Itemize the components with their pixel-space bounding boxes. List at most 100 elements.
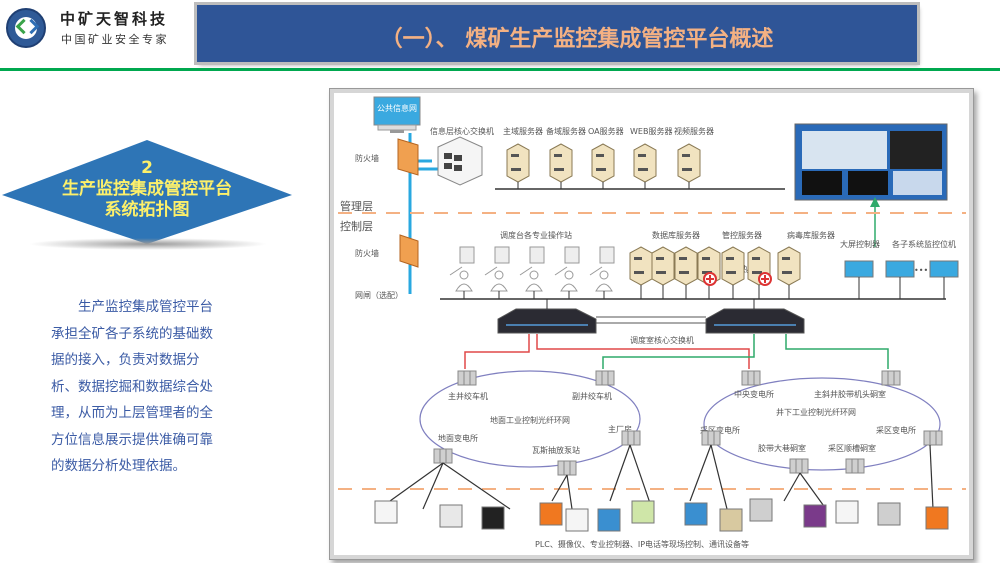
ring-switch-icon	[845, 458, 865, 474]
ring-switch-icon	[701, 430, 721, 446]
field-device-icon	[565, 508, 589, 532]
ring-node-label: 主厂房	[608, 424, 632, 434]
surface-ring	[419, 370, 641, 468]
field-devices-label: PLC、摄像仪、专业控制器、IP电话等现场控制、通讯设备等	[535, 539, 749, 549]
server-icon	[674, 246, 698, 286]
ring-switch-icon	[923, 430, 943, 446]
field-device-icon	[481, 506, 505, 530]
field-device-icon	[439, 504, 463, 528]
subsystem-pcs-label: 各子系统监控位机	[892, 239, 956, 249]
field-device-icon	[631, 500, 655, 524]
server-icon	[549, 143, 573, 183]
monitor-icon	[885, 260, 915, 299]
page-title: （一）、 煤矿生产监控集成管控平台概述	[380, 27, 774, 52]
surface-ring-label: 地面工业控制光纤环网	[490, 415, 570, 425]
operator-station-icon	[449, 246, 475, 299]
server-icon	[721, 246, 745, 286]
operator-station-icon	[589, 246, 615, 299]
public-network-label: 公共信息网	[377, 103, 417, 113]
company-name: 中矿天智科技	[60, 10, 169, 28]
monitor-icon	[929, 260, 959, 299]
server-icon	[651, 246, 675, 286]
operator-station-icon	[554, 246, 580, 299]
firewall-label-1: 防火墙	[355, 153, 379, 163]
ring-switch-icon	[881, 370, 901, 386]
underground-ring-label: 井下工业控制光纤环网	[776, 407, 856, 417]
ring-node-label: 瓦斯抽放泵站	[532, 445, 580, 455]
dispatch-core-switch-icon	[497, 308, 597, 334]
ring-switch-icon	[789, 458, 809, 474]
ring-switch-icon	[457, 370, 477, 386]
section-title-line2: 系统拓扑图	[104, 200, 190, 220]
description-text: 生产监控集成管控平台承担全矿各子系统的基础数据的接入，负责对数据分析、数据挖掘和…	[51, 299, 213, 474]
management-layer-label: 管理层	[340, 199, 373, 213]
field-device-icon	[374, 500, 398, 524]
field-device-icon	[925, 506, 949, 530]
server-label: 视频服务器	[674, 126, 714, 136]
underground-ring	[703, 377, 941, 471]
ring-node-label: 采区顺槽硐室	[828, 443, 876, 453]
diamond-shape	[2, 140, 292, 244]
dispatch-core-switch-icon	[705, 308, 805, 334]
server-label: WEB服务器	[630, 126, 672, 136]
ring-node-label: 采区变电所	[876, 425, 916, 435]
firewall-icon	[399, 234, 419, 268]
field-device-icon	[835, 500, 859, 524]
gateway-label: 网闸（选配）	[355, 290, 403, 300]
up-arrow-icon	[870, 197, 880, 207]
ring-node-label: 主斜井胶带机头硐室	[814, 389, 886, 399]
header-divider	[0, 68, 1000, 71]
video-wall-icon	[794, 123, 948, 201]
server-icon	[677, 143, 701, 183]
antivirus-icon	[703, 272, 717, 286]
server-icon	[506, 143, 530, 183]
field-device-icon	[877, 502, 901, 526]
info-core-switch-icon	[437, 136, 483, 186]
operator-stations-label: 调度台各专业操作站	[500, 230, 572, 240]
ring-node-label: 中央变电所	[734, 389, 774, 399]
field-device-icon	[719, 508, 743, 532]
server-icon	[777, 246, 801, 286]
server-label: OA服务器	[588, 126, 624, 136]
ring-switch-icon	[433, 448, 453, 464]
dispatch-core-switch-label: 调度室核心交换机	[630, 335, 694, 345]
ring-node-label: 主井绞车机	[448, 391, 488, 401]
virus-server-label: 病毒库服务器	[787, 230, 835, 240]
server-icon	[629, 246, 653, 286]
field-device-icon	[749, 498, 773, 522]
ring-node-label: 采区变电所	[700, 425, 740, 435]
ellipsis-icon: •••	[914, 266, 928, 275]
control-layer-label: 控制层	[340, 219, 373, 233]
section-title-line1: 生产监控集成管控平台	[62, 179, 232, 199]
server-label: 备域服务器	[546, 126, 586, 136]
badge-shadow	[28, 238, 268, 250]
antivirus-icon	[758, 272, 772, 286]
company-logo-icon	[6, 8, 46, 48]
ring-switch-icon	[595, 370, 615, 386]
operator-station-icon	[519, 246, 545, 299]
monitor-icon	[844, 260, 874, 299]
section-number: 2	[141, 158, 153, 178]
operator-station-icon	[484, 246, 510, 299]
info-core-switch-label: 信息层核心交换机	[430, 126, 494, 136]
company-tagline: 中国矿业安全专家	[61, 33, 169, 46]
title-banner: （一）、 煤矿生产监控集成管控平台概述	[197, 5, 917, 62]
server-icon	[633, 143, 657, 183]
ring-switch-icon	[557, 460, 577, 476]
firewall-icon	[397, 138, 419, 176]
field-device-icon	[539, 502, 563, 526]
field-device-icon	[803, 504, 827, 528]
ring-node-label: 副井绞车机	[572, 391, 612, 401]
field-device-icon	[684, 502, 708, 526]
big-screen-controller-label: 大屏控制器	[840, 239, 880, 249]
section-badge-text: 2 生产监控集成管控平台 系统拓扑图	[2, 158, 292, 221]
public-network-monitor-icon	[373, 96, 421, 133]
server-label: 主域服务器	[503, 126, 543, 136]
field-device-icon	[597, 508, 621, 532]
section-badge: 2 生产监控集成管控平台 系统拓扑图	[2, 140, 292, 244]
ring-switch-icon	[741, 370, 761, 386]
ring-node-label: 胶带大巷硐室	[758, 443, 806, 453]
db-server-label: 数据库服务器	[652, 230, 700, 240]
ctrl-server-label: 管控服务器	[722, 230, 762, 240]
